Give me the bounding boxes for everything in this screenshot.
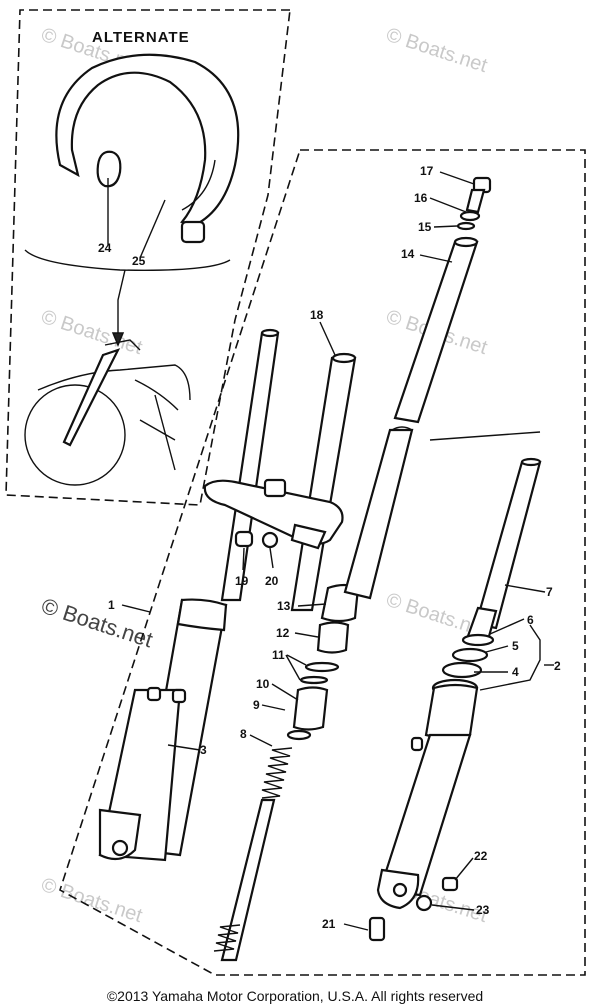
part-label-6: 6 <box>527 613 534 627</box>
inner-tube-14 <box>343 236 479 600</box>
part-label-21: 21 <box>322 917 336 931</box>
inset-pointer <box>117 269 126 335</box>
leader-lines <box>107 171 554 931</box>
part-label-16: 16 <box>414 191 428 205</box>
part-label-9: 9 <box>253 698 260 712</box>
part-label-2: 2 <box>554 659 561 673</box>
watermark: © Boats.net <box>383 24 490 77</box>
fork-assembly-left <box>98 328 280 862</box>
bolt-19 <box>234 530 254 548</box>
pointer-arrow <box>111 332 125 347</box>
part-label-22: 22 <box>474 849 488 863</box>
alternate-label: ALTERNATE <box>92 29 190 46</box>
spacer-stack <box>286 583 360 741</box>
copyright-notice: ©2013 Yamaha Motor Corporation, U.S.A. A… <box>106 988 484 1004</box>
spring-and-damper-rod <box>213 747 293 962</box>
inner-tube-18 <box>290 352 357 612</box>
main-assembly-border <box>59 149 586 976</box>
part-label-3: 3 <box>200 743 207 757</box>
watermark: © Boats.net <box>38 874 145 927</box>
part-label-11: 11 <box>272 648 285 662</box>
part-label-17: 17 <box>420 164 434 178</box>
part-label-19: 19 <box>235 574 249 588</box>
part-label-25: 25 <box>132 254 146 268</box>
number-plate-alternate <box>55 53 240 244</box>
part-label-13: 13 <box>277 599 291 613</box>
part-label-7: 7 <box>546 585 553 599</box>
part-label-18: 18 <box>310 308 324 322</box>
part-label-23: 23 <box>476 903 490 917</box>
under-bracket <box>203 478 344 550</box>
part-label-8: 8 <box>240 727 247 741</box>
part-label-14: 14 <box>401 247 415 261</box>
watermark: © Boats.net <box>38 306 145 359</box>
bolt-21 <box>368 916 386 942</box>
part-label-4: 4 <box>512 665 519 679</box>
part-label-20: 20 <box>265 574 279 588</box>
part-number-labels: 1 2 3 4 5 6 7 8 9 10 11 12 13 14 15 16 1… <box>98 164 561 931</box>
fork-assembly-right <box>376 431 542 910</box>
watermark-dark: © Boats.net <box>38 593 155 652</box>
alternate-inset-border <box>5 9 291 506</box>
inset-bracket <box>24 249 231 271</box>
part-label-5: 5 <box>512 639 519 653</box>
washer-20 <box>261 531 279 549</box>
part-label-12: 12 <box>276 626 290 640</box>
motorcycle-sketch <box>24 339 191 486</box>
washer-23 <box>415 894 433 912</box>
part-label-10: 10 <box>256 677 270 691</box>
part-label-24: 24 <box>98 241 112 255</box>
emblem <box>59 936 81 953</box>
top-bolt-parts <box>456 176 492 231</box>
part-label-1: 1 <box>108 598 115 612</box>
bolt-22 <box>441 876 459 892</box>
part-label-15: 15 <box>418 220 432 234</box>
